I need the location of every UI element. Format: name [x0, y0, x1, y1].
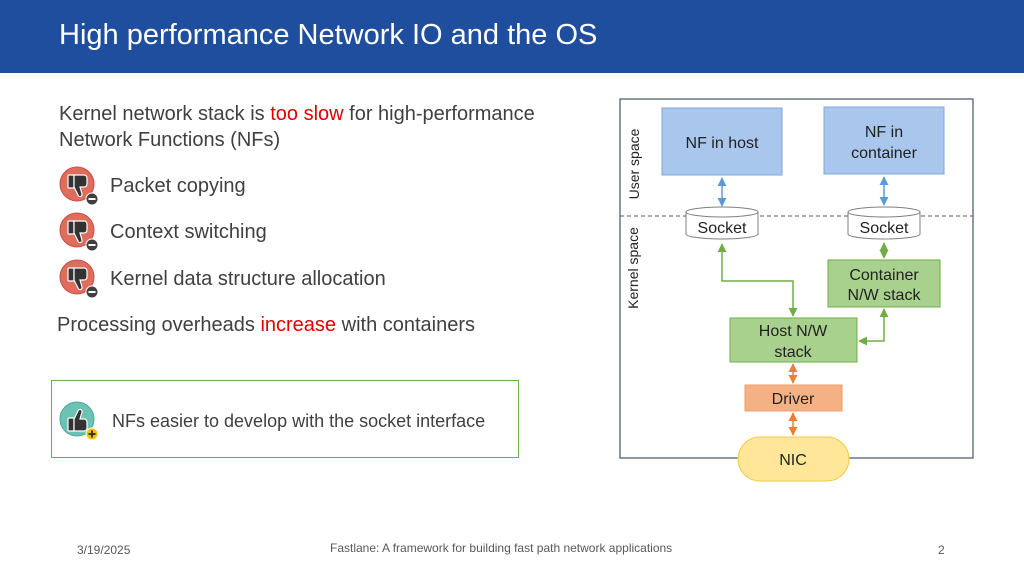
nf-container-label-1: NF in [865, 124, 903, 141]
footer-date: 3/19/2025 [77, 543, 131, 557]
socket-container-label: Socket [860, 220, 909, 237]
driver-label: Driver [772, 391, 815, 408]
thumbs-down-minus-icon [59, 166, 99, 206]
thumbs-down-minus-icon [59, 259, 99, 299]
driver-box [744, 384, 843, 412]
container-host-stack-arrow [858, 308, 889, 346]
host-stack-label-2: stack [774, 344, 812, 361]
page-number: 2 [938, 543, 945, 557]
thumbs-down-minus-icon [59, 212, 99, 252]
overheads-part1: Processing overheads [57, 314, 261, 336]
nf-container-label-2: container [851, 145, 917, 162]
pro-label: NFs easier to develop with the socket in… [112, 411, 486, 431]
socket-container-cylinder [847, 206, 921, 240]
con-item-context-switching: Context switching [59, 212, 559, 252]
con-label: Kernel data structure allocation [110, 268, 386, 290]
con-item-packet-copying: Packet copying [59, 166, 559, 206]
nic-box [737, 436, 850, 482]
user-space-label: User space [626, 128, 642, 199]
container-stack-label-1: Container [849, 267, 919, 284]
intro-emphasis: too slow [270, 103, 344, 125]
nic-label: NIC [779, 452, 807, 469]
container-stack-label-2: N/W stack [848, 287, 922, 304]
socket-host-cylinder [685, 206, 759, 240]
con-label: Context switching [110, 221, 267, 243]
host-stack-label-1: Host N/W [759, 323, 828, 340]
pro-callout-box: NFs easier to develop with the socket in… [51, 380, 519, 458]
nf-container-box [823, 106, 945, 175]
container-stack-box [827, 259, 941, 308]
socket-host-stack-arrow [717, 243, 798, 317]
nf-host-box [661, 107, 783, 176]
nf-host-label: NF in host [686, 135, 759, 152]
overheads-emphasis: increase [260, 314, 337, 336]
kernel-space-label: Kernel space [625, 227, 641, 309]
con-label: Packet copying [110, 175, 246, 197]
socket-host-label: Socket [698, 220, 747, 237]
slide-title: High performance Network IO and the OS [59, 19, 598, 51]
overheads-text: Processing overheads increase with conta… [57, 314, 475, 337]
overheads-part2: with containers [336, 314, 476, 336]
slide-header: High performance Network IO and the OS [0, 0, 1024, 73]
intro-part1: Kernel network stack is [59, 103, 271, 125]
host-stack-box [729, 317, 858, 363]
intro-part2: for high-performance Network Functions (… [59, 103, 535, 151]
intro-text: Kernel network stack is too slow for hig… [59, 101, 589, 153]
network-stack-diagram: User space Kernel space NF in host NF in… [619, 98, 974, 482]
thumbs-up-plus-icon [59, 401, 99, 441]
con-item-kernel-allocation: Kernel data structure allocation [59, 259, 559, 299]
footer-title: Fastlane: A framework for building fast … [330, 541, 673, 555]
